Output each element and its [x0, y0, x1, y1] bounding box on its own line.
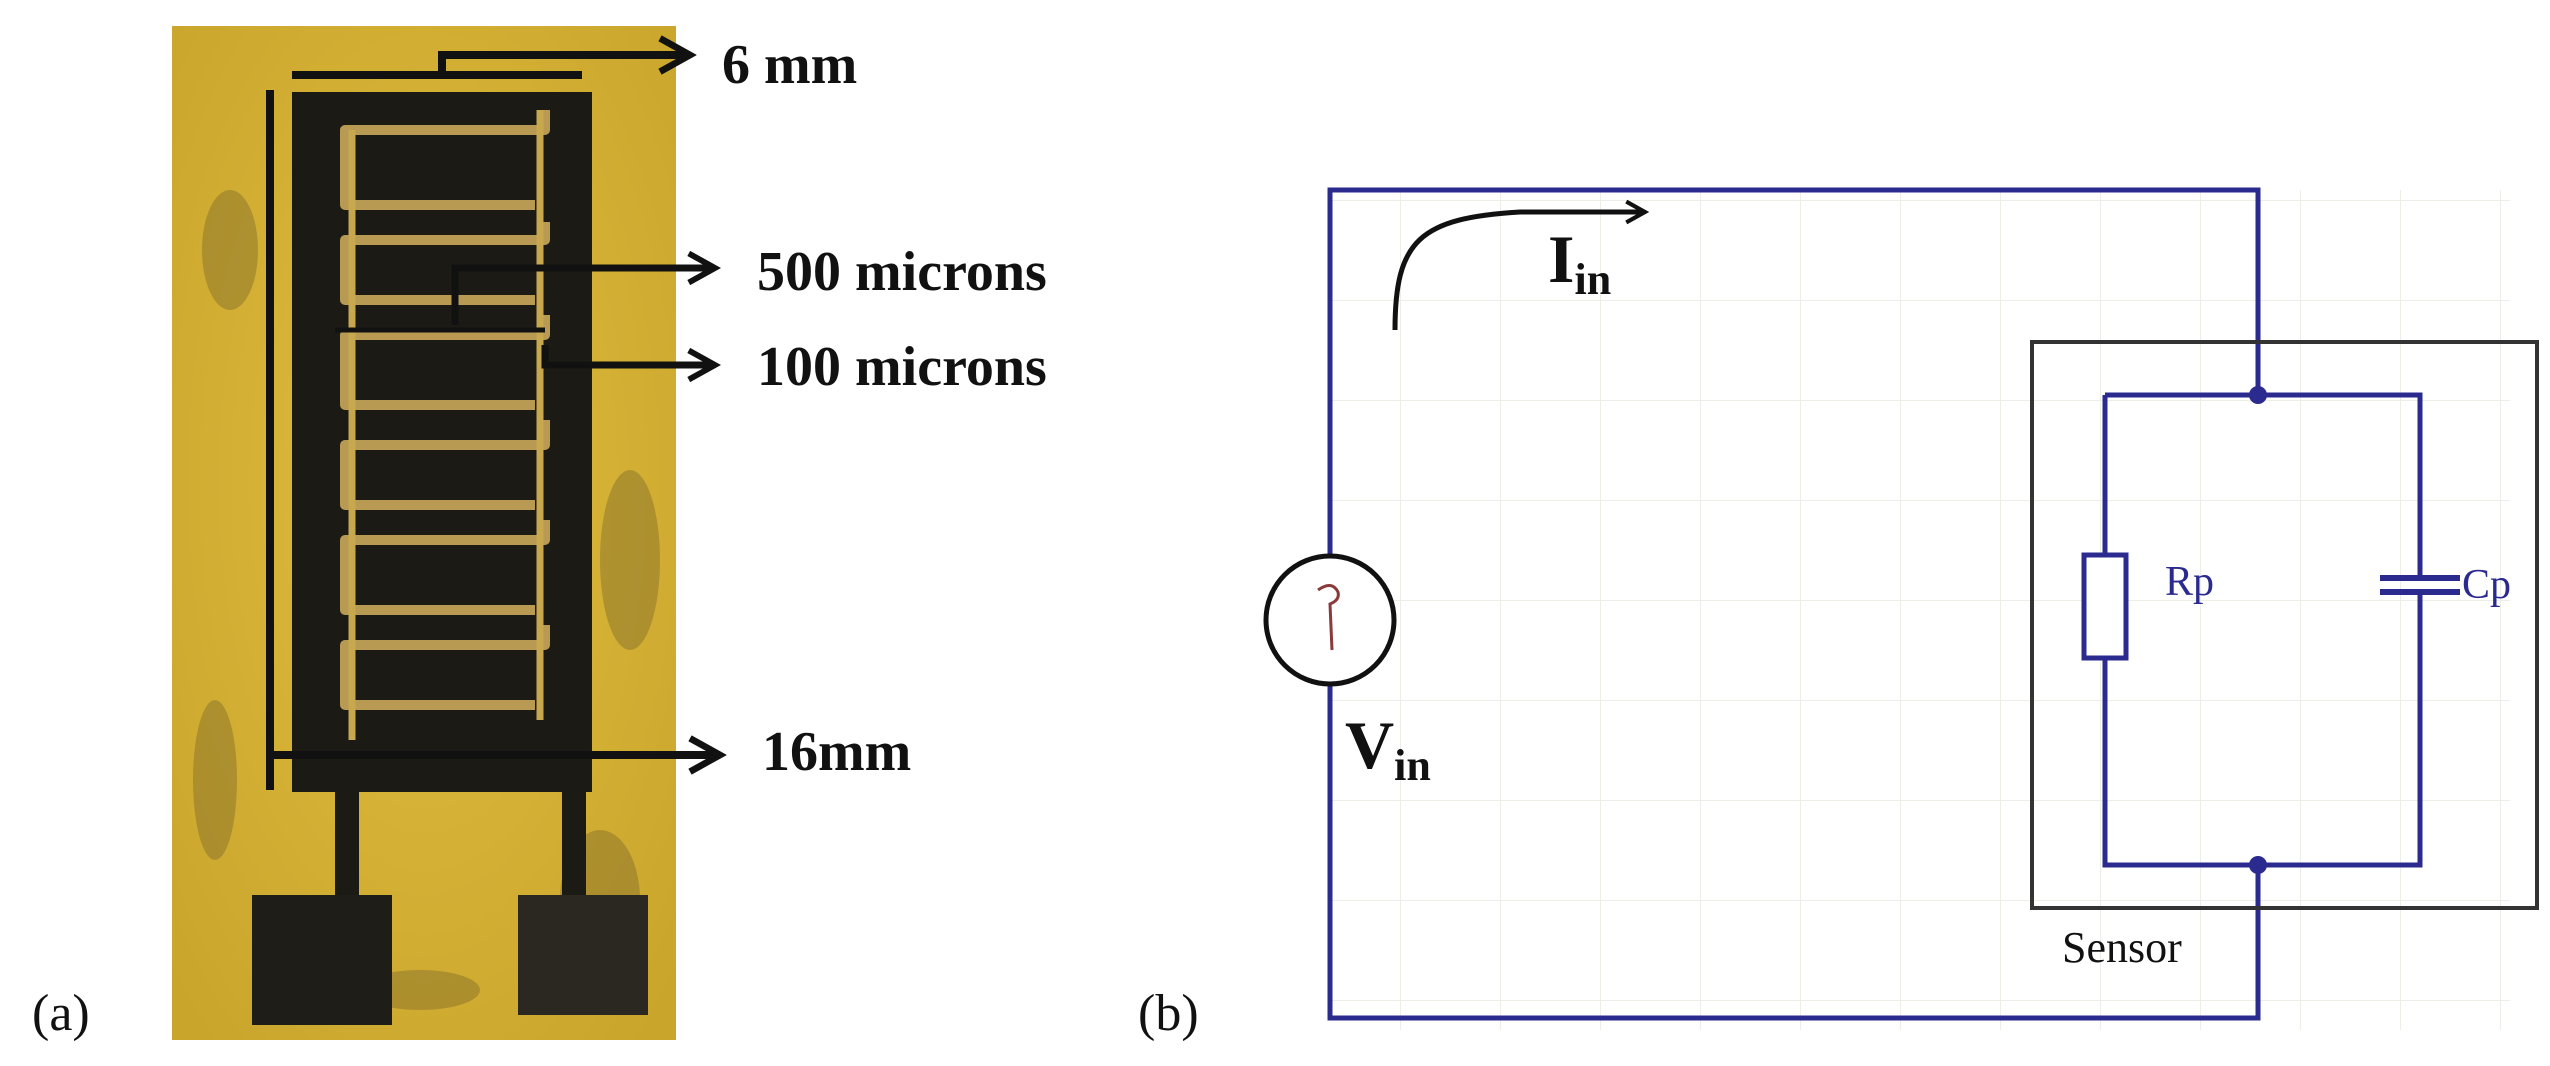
- dimension-finger-width: [541, 345, 715, 365]
- interdigitated-electrode: [252, 92, 648, 1025]
- dimension-width-label: 6 mm: [722, 34, 857, 96]
- current-subscript: in: [1574, 255, 1611, 304]
- voltage-symbol: Vin: [1345, 707, 1431, 790]
- current-arrow: [1392, 212, 1645, 331]
- sensor-box: [2030, 340, 2539, 910]
- contact-pad-left: [252, 895, 392, 1025]
- grid-background: [1330, 190, 2510, 1030]
- resistor-symbol: [2081, 552, 2129, 661]
- sensor-label: Sensor: [2062, 923, 2182, 972]
- panel-a-label: (a): [32, 985, 90, 1042]
- junction-node-bottom: [2249, 856, 2267, 874]
- dimension-width: [292, 55, 690, 79]
- dimension-length-label: 16mm: [762, 721, 911, 783]
- panel-a: 6 mm 500 microns 100 microns 16mm (a): [32, 26, 1047, 1042]
- dimension-finger-width-label: 100 microns: [757, 336, 1047, 398]
- panel-b: Rp Cp Sensor Vin Iin (b): [1138, 187, 2539, 1042]
- current-symbol: Iin: [1548, 221, 1611, 304]
- dimension-length: [266, 90, 720, 790]
- dimension-finger-gap: [335, 268, 715, 333]
- contact-pad-right: [518, 895, 648, 1015]
- capacitor-label: Cp: [2462, 562, 2511, 608]
- panel-b-label: (b): [1138, 985, 1199, 1042]
- resistor-label: Rp: [2165, 559, 2214, 605]
- voltage-source: [1263, 553, 1397, 687]
- dimension-finger-gap-label: 500 microns: [757, 241, 1047, 303]
- voltage-subscript: in: [1394, 741, 1431, 790]
- junction-node-top: [2249, 386, 2267, 404]
